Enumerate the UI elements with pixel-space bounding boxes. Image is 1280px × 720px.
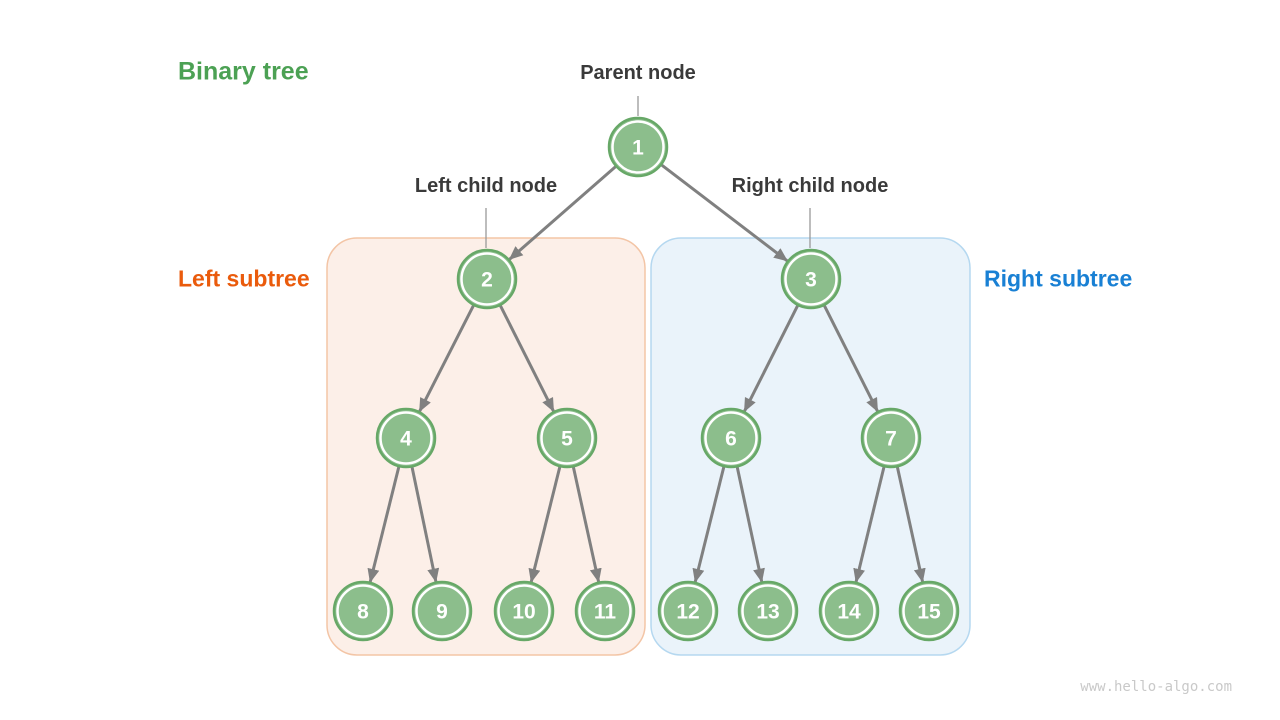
tree-node-inner-ring bbox=[578, 584, 632, 638]
tree-edge-4-9 bbox=[410, 466, 440, 583]
right-subtree-label: Right subtree bbox=[984, 265, 1133, 292]
left-subtree-label: Left subtree bbox=[178, 265, 310, 292]
left-child-node-label: Left child node bbox=[414, 175, 558, 197]
right-child-node-label: Right child node bbox=[731, 175, 889, 197]
tree-edge-2-4 bbox=[418, 304, 476, 413]
tree-node-inner-ring bbox=[902, 584, 956, 638]
tree-node-10: 10 bbox=[493, 580, 555, 642]
tree-node-inner-ring bbox=[611, 120, 665, 174]
tree-node-value: 1 bbox=[632, 137, 644, 160]
tree-node-7: 7 bbox=[860, 407, 922, 469]
tree-node-value: 10 bbox=[512, 601, 535, 624]
tree-node-value: 11 bbox=[594, 601, 617, 624]
tree-node-value: 2 bbox=[481, 269, 493, 292]
tree-node-circle bbox=[737, 580, 799, 642]
tree-node-value: 6 bbox=[725, 428, 737, 451]
tree-node-circle bbox=[700, 407, 762, 469]
tree-edge-4-8 bbox=[367, 465, 401, 583]
tree-node-circle bbox=[898, 580, 960, 642]
tree-node-2: 2 bbox=[456, 248, 518, 310]
tree-edge-7-15 bbox=[895, 466, 926, 583]
tree-node-12: 12 bbox=[657, 580, 719, 642]
tree-node-circle bbox=[536, 407, 598, 469]
tree-node-value: 12 bbox=[676, 601, 699, 624]
tree-node-inner-ring bbox=[661, 584, 715, 638]
tree-node-11: 11 bbox=[574, 580, 636, 642]
tree-node-value: 5 bbox=[561, 428, 573, 451]
tree-node-8: 8 bbox=[332, 580, 394, 642]
tree-node-inner-ring bbox=[864, 411, 918, 465]
tree-node-value: 8 bbox=[357, 601, 369, 624]
tree-edge-7-14 bbox=[853, 465, 886, 583]
tree-node-4: 4 bbox=[375, 407, 437, 469]
tree-node-circle bbox=[332, 580, 394, 642]
tree-edge-5-10 bbox=[528, 465, 562, 583]
tree-node-circle bbox=[574, 580, 636, 642]
tree-node-circle bbox=[780, 248, 842, 310]
tree-edge-1-2 bbox=[508, 164, 618, 261]
tree-node-circle bbox=[375, 407, 437, 469]
tree-node-14: 14 bbox=[818, 580, 880, 642]
diagram-title: Binary tree bbox=[178, 57, 309, 86]
tree-edge-5-11 bbox=[571, 466, 602, 583]
tree-node-13: 13 bbox=[737, 580, 799, 642]
tree-node-circle bbox=[456, 248, 518, 310]
tree-node-inner-ring bbox=[540, 411, 594, 465]
tree-node-value: 3 bbox=[805, 269, 817, 292]
tree-node-6: 6 bbox=[700, 407, 762, 469]
tree-node-circle bbox=[657, 580, 719, 642]
tree-node-value: 14 bbox=[837, 601, 861, 624]
tree-node-inner-ring bbox=[741, 584, 795, 638]
tree-node-inner-ring bbox=[336, 584, 390, 638]
tree-node-inner-ring bbox=[704, 411, 758, 465]
tree-node-value: 9 bbox=[436, 601, 448, 624]
tree-edge-2-5 bbox=[498, 304, 555, 413]
tree-edge-3-7 bbox=[822, 304, 879, 413]
tree-node-circle bbox=[493, 580, 555, 642]
tree-node-5: 5 bbox=[536, 407, 598, 469]
tree-node-inner-ring bbox=[415, 584, 469, 638]
parent-node-label: Parent node bbox=[580, 62, 696, 84]
tree-edge-6-13 bbox=[735, 466, 765, 583]
tree-node-9: 9 bbox=[411, 580, 473, 642]
tree-node-circle bbox=[411, 580, 473, 642]
tree-node-value: 13 bbox=[756, 601, 779, 624]
tree-edge-3-6 bbox=[743, 304, 800, 413]
tree-edge-6-12 bbox=[692, 465, 726, 583]
tree-edge-1-3 bbox=[660, 163, 789, 262]
tree-node-inner-ring bbox=[784, 252, 838, 306]
tree-node-circle bbox=[607, 116, 669, 178]
tree-node-value: 4 bbox=[400, 428, 412, 451]
tree-node-inner-ring bbox=[822, 584, 876, 638]
tree-node-15: 15 bbox=[898, 580, 960, 642]
tree-node-value: 7 bbox=[885, 428, 897, 451]
tree-node-inner-ring bbox=[460, 252, 514, 306]
tree-node-1: 1 bbox=[607, 116, 669, 178]
tree-node-value: 15 bbox=[917, 601, 941, 624]
tree-node-circle bbox=[860, 407, 922, 469]
tree-node-circle bbox=[818, 580, 880, 642]
watermark: www.hello-algo.com bbox=[1080, 679, 1232, 695]
tree-node-3: 3 bbox=[780, 248, 842, 310]
tree-node-inner-ring bbox=[379, 411, 433, 465]
tree-node-inner-ring bbox=[497, 584, 551, 638]
